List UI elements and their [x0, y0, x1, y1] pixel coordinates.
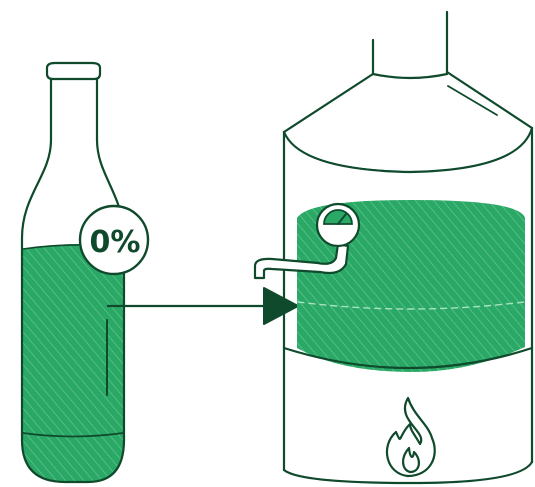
boiler-tank-icon: [284, 12, 532, 483]
arrow-icon: [108, 288, 298, 324]
badge-text: 0%: [90, 225, 141, 260]
pressure-gauge-icon: [317, 204, 359, 246]
flame-icon: [387, 398, 435, 476]
percent-badge: 0%: [80, 206, 148, 274]
bottle-liquid: [18, 244, 128, 487]
